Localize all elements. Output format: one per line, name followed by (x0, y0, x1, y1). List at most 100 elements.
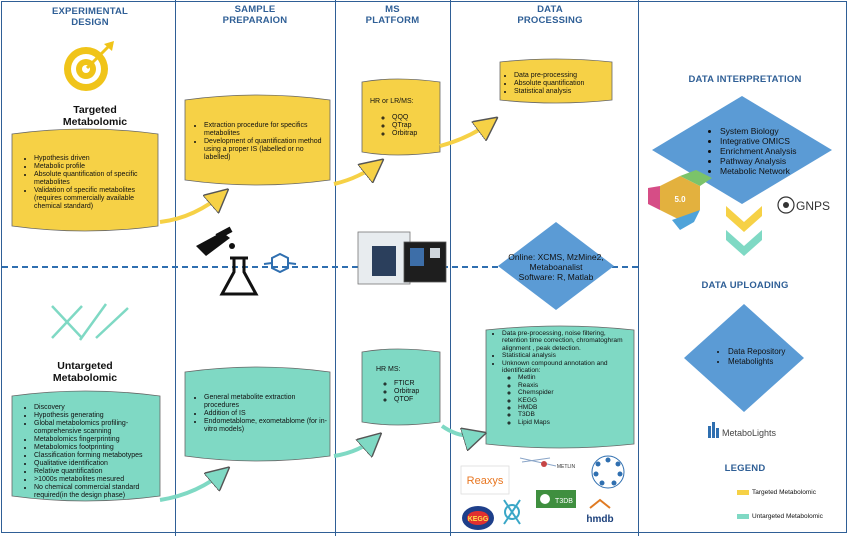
gnps-logo (777, 196, 795, 214)
list-item: QTrap (392, 122, 440, 130)
column-divider (335, 0, 336, 536)
list-item: Extraction procedure for specifics metab… (204, 122, 328, 138)
list-item: QTOF (394, 396, 438, 404)
targeted-untargeted-divider (2, 266, 638, 268)
arrow-targeted-1 (159, 192, 225, 224)
targeted-design-list: Hypothesis driven Metabolic profile Abso… (20, 155, 155, 211)
target-icon (64, 41, 114, 91)
untargeted-prep-note (184, 366, 331, 462)
database-item: Chemspider (518, 389, 632, 396)
software-diamond (498, 222, 614, 310)
legend-targeted-label: Targeted Metabolomic (752, 489, 816, 496)
untargeted-ms-title: HR MS: (376, 366, 401, 373)
lipidmaps-logo (591, 455, 625, 489)
list-item: Metabolomics footprinting (34, 444, 158, 452)
list-item: No chemical commercial standard required… (34, 484, 158, 500)
column-divider (175, 0, 176, 536)
list-item: Data Repository (728, 347, 794, 357)
list-item: Data pre-processing, noise filtering, re… (502, 330, 632, 352)
list-item: Addition of IS (204, 410, 328, 418)
database-item: KEGG (518, 397, 632, 404)
list-item: System Biology (720, 126, 816, 136)
hmdb-text: hmdb (586, 514, 613, 525)
targeted-design-note (11, 128, 159, 232)
arrow-targeted-2 (333, 162, 380, 186)
list-item: Orbitrap (394, 388, 438, 396)
list-item: FTICR (394, 380, 438, 388)
list-item: Endometablome, exometablome (for in-vitr… (204, 418, 328, 434)
metaboanalyst-logo (648, 170, 712, 230)
flask-icon (219, 256, 259, 296)
kegg-text: KEGG (468, 516, 489, 523)
chevron-green (726, 230, 762, 256)
arrow-untargeted-3 (440, 424, 482, 436)
hmdb-logo (589, 498, 611, 509)
list-item: Enrichment Analysis (720, 146, 816, 156)
list-item: Discovery (34, 404, 158, 412)
list-item: Integrative OMICS (720, 136, 816, 146)
list-item: Hypothesis generating (34, 412, 158, 420)
list-item: Classification forming metabotypes (34, 452, 158, 460)
header-data-uploading: DATA UPLOADING (701, 280, 789, 291)
list-item: Absolute quantification (514, 80, 610, 88)
list-item: Unknown compound annotation and identifi… (502, 360, 632, 427)
targeted-ms-title: HR or LR/MS: (370, 98, 414, 105)
list-item: Validation of specific metabolites (requ… (34, 187, 155, 211)
targeted-ms-note (361, 78, 441, 156)
database-item: Metlin (518, 374, 632, 381)
gnps-text: GNPS (796, 199, 830, 213)
list-item: >1000s metabolites mesured (34, 476, 158, 484)
arrow-untargeted-1 (159, 470, 226, 502)
chevron-yellow (726, 206, 762, 232)
targeted-prep-list: Extraction procedure for specifics metab… (190, 122, 328, 162)
list-item: Pathway Analysis (720, 156, 816, 166)
legend-swatch-untargeted (737, 514, 749, 519)
scattered-arrows-icon (51, 303, 129, 341)
list-item: General metabolite extraction procedures (204, 394, 328, 410)
t3db-text: T3DB (555, 498, 573, 505)
list-item: Data pre-processing (514, 72, 610, 80)
list-item: Absolute quantification of specific meta… (34, 171, 155, 187)
interpretation-list: System Biology Integrative OMICS Enrichm… (706, 126, 816, 176)
targeted-ms-list: HR or LR/MS: QQQ QTrap Orbitrap (370, 98, 440, 138)
metlin-text: METLIN (557, 464, 576, 470)
untargeted-prep-list: General metabolite extraction procedures… (190, 394, 328, 434)
arrow-targeted-3 (439, 120, 494, 148)
list-item: Orbitrap (392, 130, 440, 138)
chemspider-logo (503, 499, 521, 525)
metabolights-text: MetaboLights (722, 428, 777, 438)
metabolights-logo-mark (708, 422, 719, 438)
uploading-diamond (684, 304, 804, 412)
column-divider (450, 0, 451, 536)
targeted-processing-list: Data pre-processing Absolute quantificat… (500, 72, 610, 96)
header-legend: LEGEND (724, 463, 766, 474)
database-item: HMDB (518, 404, 632, 411)
legend-untargeted-label: Untargeted Metabolomic (752, 513, 823, 520)
list-item: Statistical analysis (502, 352, 632, 359)
reaxys-text: Reaxys (467, 475, 504, 487)
database-item: T3DB (518, 411, 632, 418)
untargeted-design-list: Discovery Hypothesis generating Global m… (20, 404, 158, 500)
list-item: Metabolomics fingerprinting (34, 436, 158, 444)
column-divider (638, 0, 639, 536)
untargeted-ms-list: HR MS: FTICR Orbitrap QTOF (376, 366, 438, 404)
mass-spectrometer-image (357, 231, 447, 285)
uploading-list: Data Repository Metabolights (714, 347, 794, 366)
list-item: Hypothesis driven (34, 155, 155, 163)
kegg-logo (462, 506, 494, 530)
metlin-logo (518, 454, 578, 476)
list-item: Qualitative identification (34, 460, 158, 468)
list-item: Relative quantification (34, 468, 158, 476)
metaboanalyst-version: 5.0 (674, 195, 686, 204)
untargeted-design-note (11, 390, 161, 502)
list-item: Metabolights (728, 357, 794, 367)
untargeted-processing-note (485, 325, 635, 449)
